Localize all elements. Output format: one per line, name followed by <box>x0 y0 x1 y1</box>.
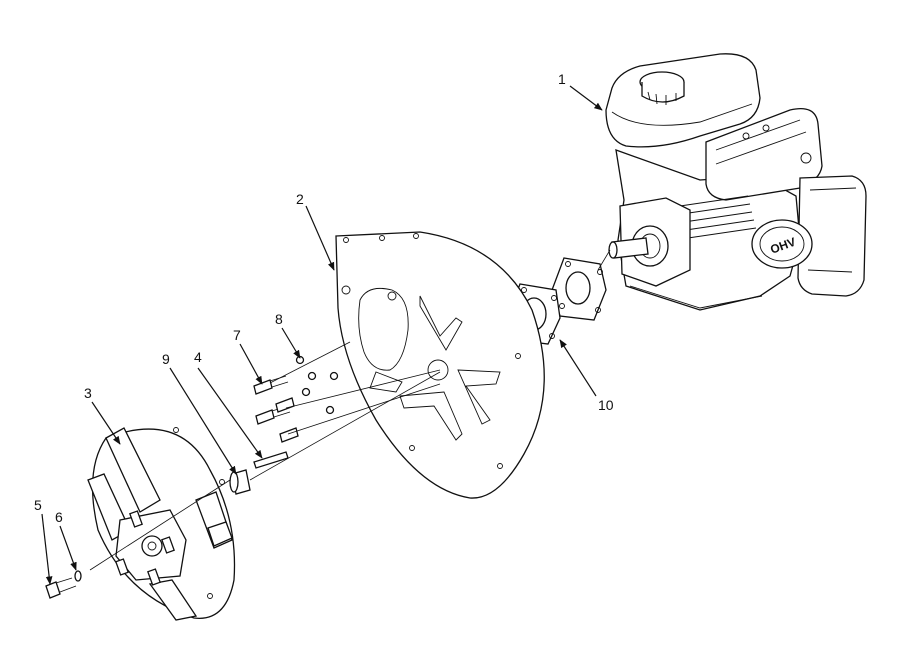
nuts-part-8 <box>295 355 339 415</box>
bolts-part-7 <box>253 375 299 443</box>
washer-part-6 <box>74 570 82 582</box>
callout-4: 4 <box>194 349 202 365</box>
callout-9: 9 <box>162 351 170 367</box>
callout-leaders <box>41 85 603 585</box>
bolt-part-5 <box>45 577 77 599</box>
spacer-part-9 <box>229 469 251 495</box>
callout-10: 10 <box>598 397 614 413</box>
callout-5: 5 <box>34 497 42 513</box>
assembly-center-lines <box>89 249 611 571</box>
callout-2: 2 <box>296 191 304 207</box>
callout-3: 3 <box>84 385 92 401</box>
impeller-part-3 <box>87 427 236 621</box>
callout-7: 7 <box>233 327 241 343</box>
callout-labels: 1 2 3 4 5 6 7 8 9 10 <box>34 71 614 525</box>
callout-6: 6 <box>55 509 63 525</box>
back-plate-part-2 <box>335 231 545 499</box>
callout-8: 8 <box>275 311 283 327</box>
engine-part-1: OHV <box>605 53 867 311</box>
callout-1: 1 <box>558 71 566 87</box>
